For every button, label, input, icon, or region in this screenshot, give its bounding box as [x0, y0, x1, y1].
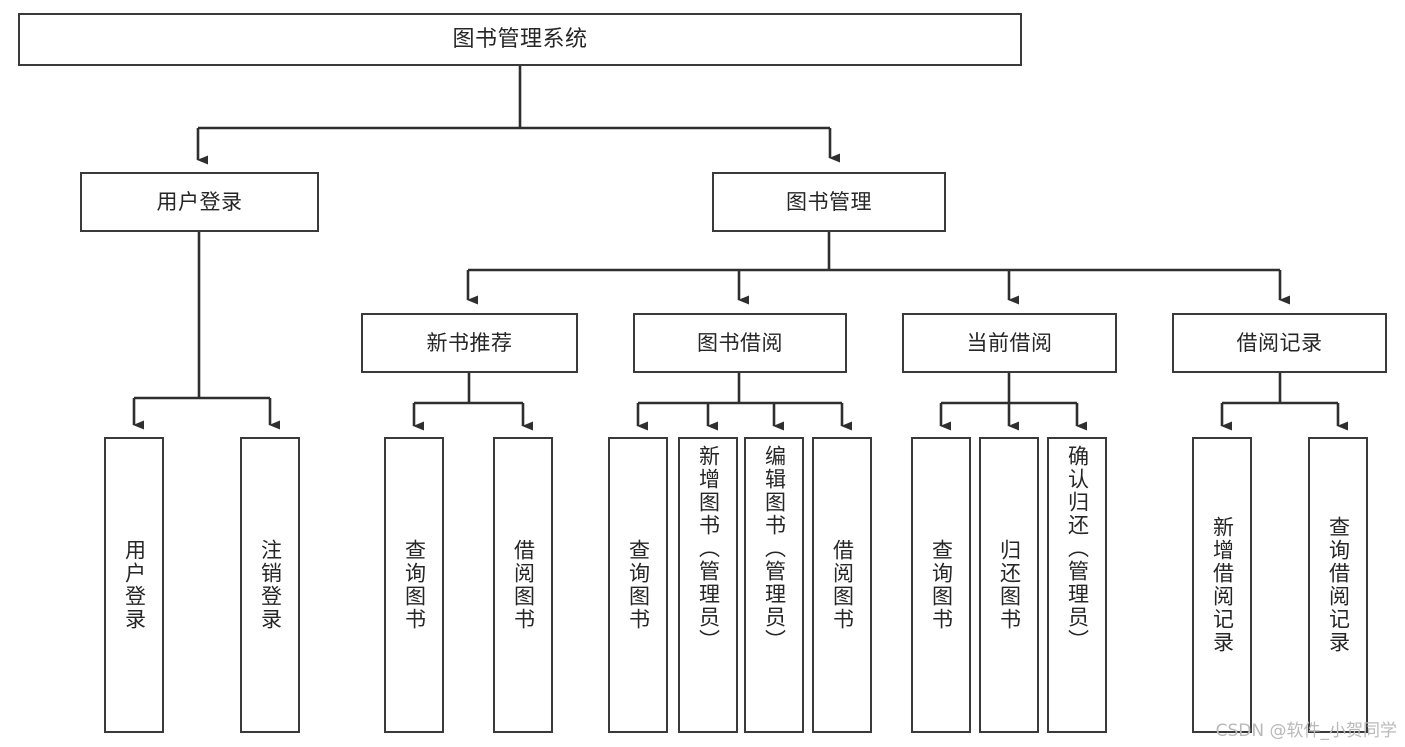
- csdn-watermark: CSDN @软件_小贺同学: [1215, 721, 1397, 741]
- node-new-book-recommend[interactable]: 新书推荐: [361, 313, 578, 373]
- leaf-current-query-book-label: 查询图书: [929, 539, 954, 631]
- leaf-new-query-book[interactable]: 查询图书: [384, 437, 444, 733]
- node-book-borrow[interactable]: 图书借阅: [633, 313, 847, 373]
- node-current-borrow-label: 当前借阅: [966, 330, 1053, 355]
- leaf-borrow-borrow-book-label: 借阅图书: [830, 539, 855, 631]
- leaf-borrow-edit-book-admin-label: 编辑图书（管理员）: [762, 445, 787, 652]
- node-root-label: 图书管理系统: [452, 26, 588, 52]
- node-current-borrow[interactable]: 当前借阅: [902, 313, 1117, 373]
- leaf-new-borrow-book[interactable]: 借阅图书: [493, 437, 553, 733]
- leaf-current-query-book[interactable]: 查询图书: [911, 437, 971, 733]
- node-new-book-recommend-label: 新书推荐: [426, 330, 513, 355]
- leaf-records-add-record-label: 新增借阅记录: [1210, 516, 1235, 654]
- leaf-records-query-record-label: 查询借阅记录: [1326, 516, 1351, 654]
- leaf-borrow-query-book[interactable]: 查询图书: [608, 437, 668, 733]
- node-book-borrow-label: 图书借阅: [697, 330, 783, 355]
- leaf-logout-label: 注销登录: [258, 539, 283, 631]
- leaf-current-return-book-label: 归还图书: [997, 539, 1022, 631]
- node-book-management-label: 图书管理: [786, 189, 872, 214]
- node-user-login[interactable]: 用户登录: [80, 172, 319, 232]
- leaf-new-query-book-label: 查询图书: [402, 539, 427, 631]
- node-root[interactable]: 图书管理系统: [18, 13, 1022, 66]
- leaf-user-login-label: 用户登录: [122, 539, 147, 631]
- leaf-borrow-add-book-admin[interactable]: 新增图书（管理员）: [678, 437, 738, 733]
- leaf-logout[interactable]: 注销登录: [240, 437, 300, 733]
- leaf-user-login[interactable]: 用户登录: [104, 437, 164, 733]
- leaf-borrow-query-book-label: 查询图书: [626, 539, 651, 631]
- node-book-management[interactable]: 图书管理: [712, 172, 946, 232]
- leaf-current-return-book[interactable]: 归还图书: [979, 437, 1039, 733]
- leaf-borrow-edit-book-admin[interactable]: 编辑图书（管理员）: [744, 437, 804, 733]
- leaf-current-confirm-return-admin-label: 确认归还（管理员）: [1065, 445, 1090, 652]
- node-user-login-label: 用户登录: [156, 189, 243, 214]
- leaf-borrow-add-book-admin-label: 新增图书（管理员）: [696, 445, 721, 652]
- node-borrow-records-label: 借阅记录: [1236, 330, 1323, 355]
- leaf-new-borrow-book-label: 借阅图书: [511, 539, 536, 631]
- node-borrow-records[interactable]: 借阅记录: [1172, 313, 1387, 373]
- leaf-records-query-record[interactable]: 查询借阅记录: [1308, 437, 1368, 733]
- leaf-borrow-borrow-book[interactable]: 借阅图书: [812, 437, 872, 733]
- leaf-current-confirm-return-admin[interactable]: 确认归还（管理员）: [1047, 437, 1107, 733]
- leaf-records-add-record[interactable]: 新增借阅记录: [1192, 437, 1252, 733]
